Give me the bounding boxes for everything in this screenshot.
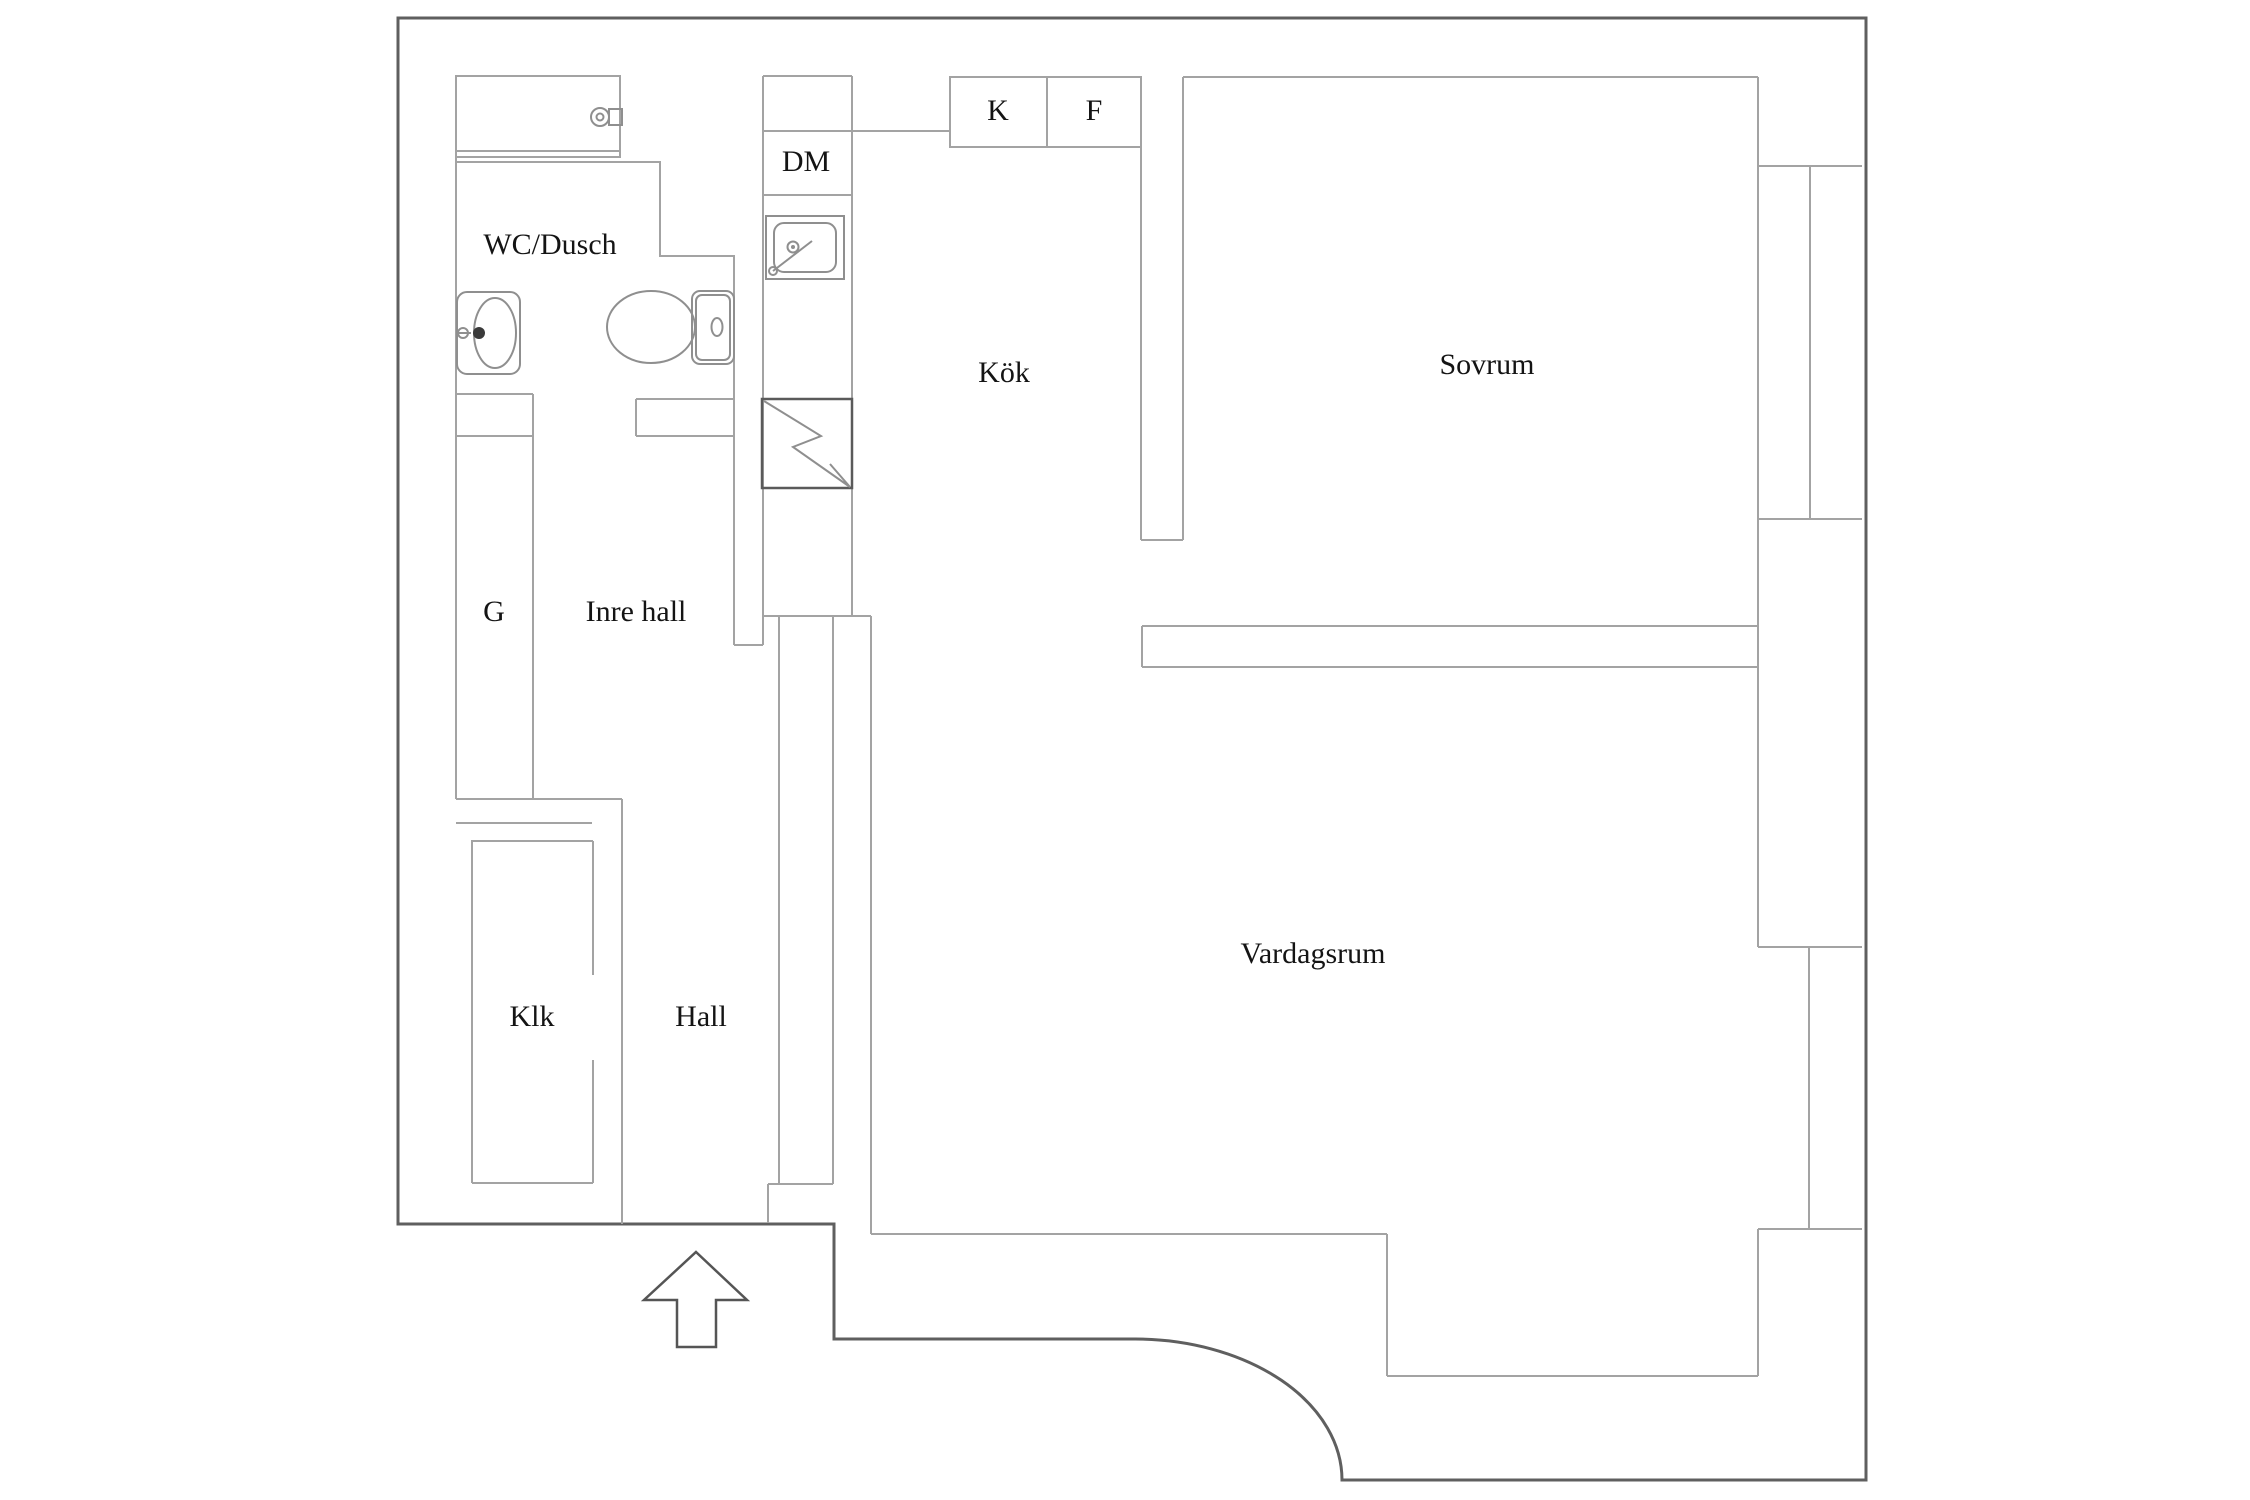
kitchen-sink-icon [765,215,845,280]
shower-head-icon [590,107,623,127]
window-bay-vardagsrum [1758,946,1862,1230]
toilet-icon [606,290,735,365]
label-dm: DM [782,145,830,178]
kitchen-column [762,75,950,645]
window-bay-sovrum [1758,165,1862,520]
fixtures [456,107,854,1349]
inner-walls [455,75,1862,1377]
label-f: F [1086,94,1103,127]
wall-above-klk [456,798,623,1224]
wall-below-sovrum [1141,625,1758,668]
entrance-arrow-icon [640,1250,751,1349]
wall-below-wc-right [635,398,734,437]
wall-wc-northeast [456,161,735,645]
outer-wall [396,16,1868,1482]
electrical-panel-icon [760,397,854,490]
shower-enclosure [455,75,621,158]
wall-below-wc-left [456,393,534,799]
label-kok: Kök [978,356,1030,389]
label-hall: Hall [675,1000,727,1033]
cabinet-k-f [949,76,1142,148]
label-inre-hall: Inre hall [586,595,687,628]
wall-hall-right [767,616,834,1223]
label-sovrum: Sovrum [1439,348,1534,381]
label-wc-dusch: WC/Dusch [483,228,616,261]
wall-vardagsrum-bottom [871,1233,1758,1377]
label-g: G [483,595,505,628]
label-k: K [987,94,1009,127]
wash-basin-icon [456,291,521,375]
room-labels: WC/Dusch Kök Sovrum G Inre hall Klk Hall… [483,94,1534,1033]
wall-kok-sovrum [1140,77,1184,541]
wall-klk-box [471,840,594,1184]
wall-sovrum [1183,76,1759,1376]
label-klk: Klk [510,1000,555,1033]
label-vardagsrum: Vardagsrum [1241,937,1386,970]
